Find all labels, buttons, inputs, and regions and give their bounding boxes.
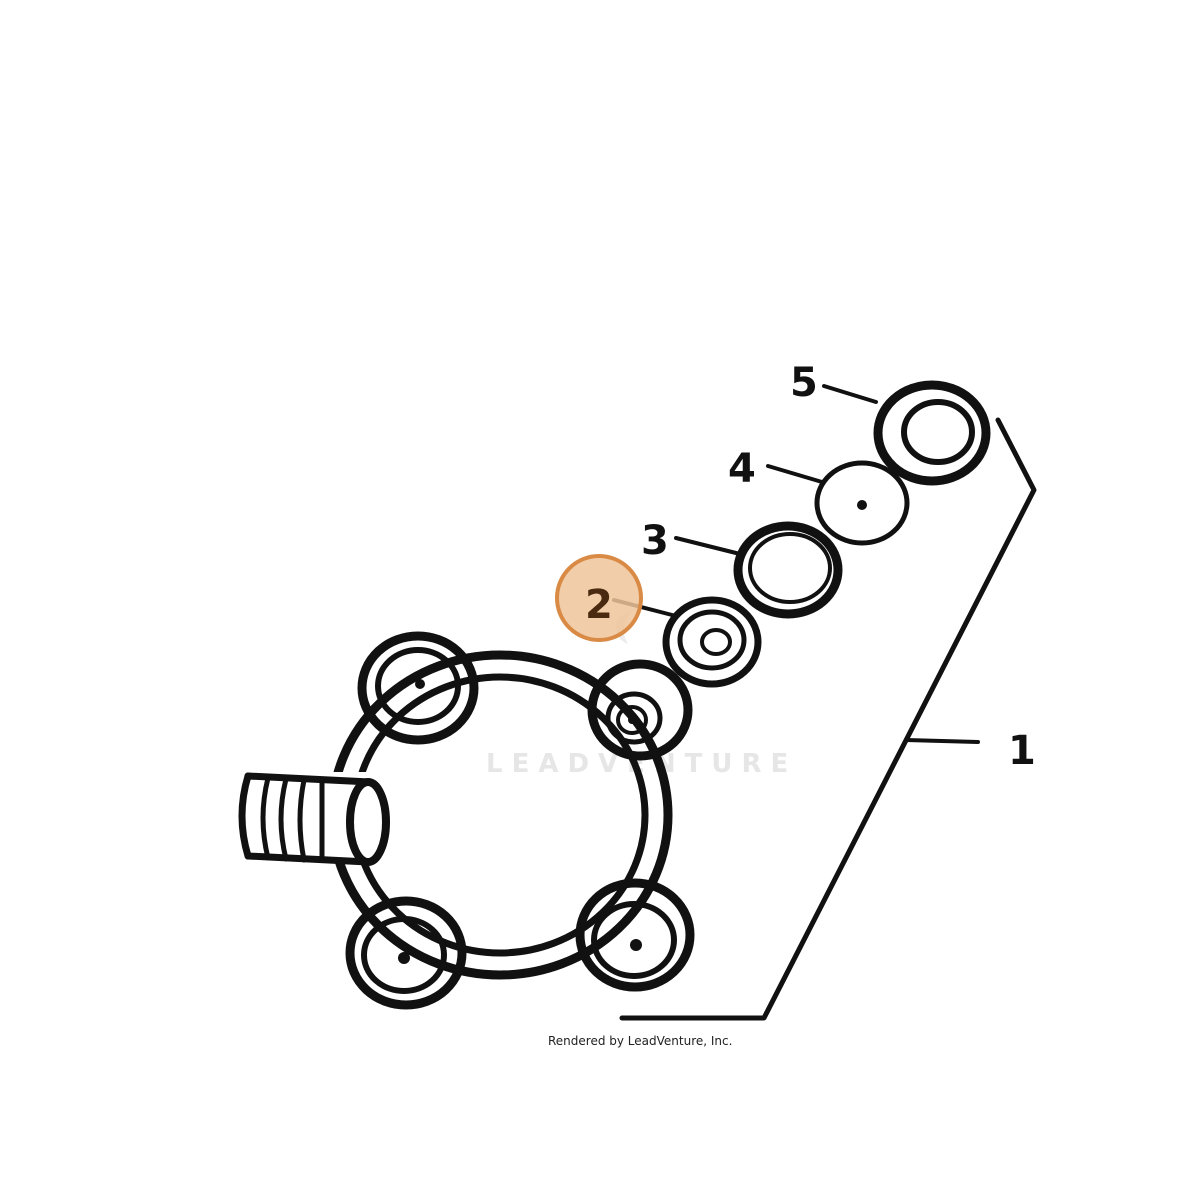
callout-label-4[interactable]: 4 [728,446,756,492]
part-3-gasket [733,521,843,619]
part-5-cap [873,380,991,486]
inlet-fitting [238,772,390,866]
credit-text: Rendered by LeadVenture, Inc. [548,1034,732,1048]
nozzle-boss-open [587,659,693,761]
nozzle-boss-top-left [357,631,479,745]
nozzle-boss-bottom-right [575,878,695,992]
assembly-bracket [619,417,1037,1021]
callout-label-2[interactable]: 2 [585,582,613,628]
part-2-washer [662,596,762,688]
callout-label-3[interactable]: 3 [641,518,669,564]
part-4-disc [814,460,910,546]
callout-2-highlight[interactable] [555,554,643,642]
callout-label-5[interactable]: 5 [790,360,818,406]
callout-label-1[interactable]: 1 [1008,728,1036,774]
leader-lines [612,384,980,744]
nozzle-boss-bottom-left [345,896,467,1010]
